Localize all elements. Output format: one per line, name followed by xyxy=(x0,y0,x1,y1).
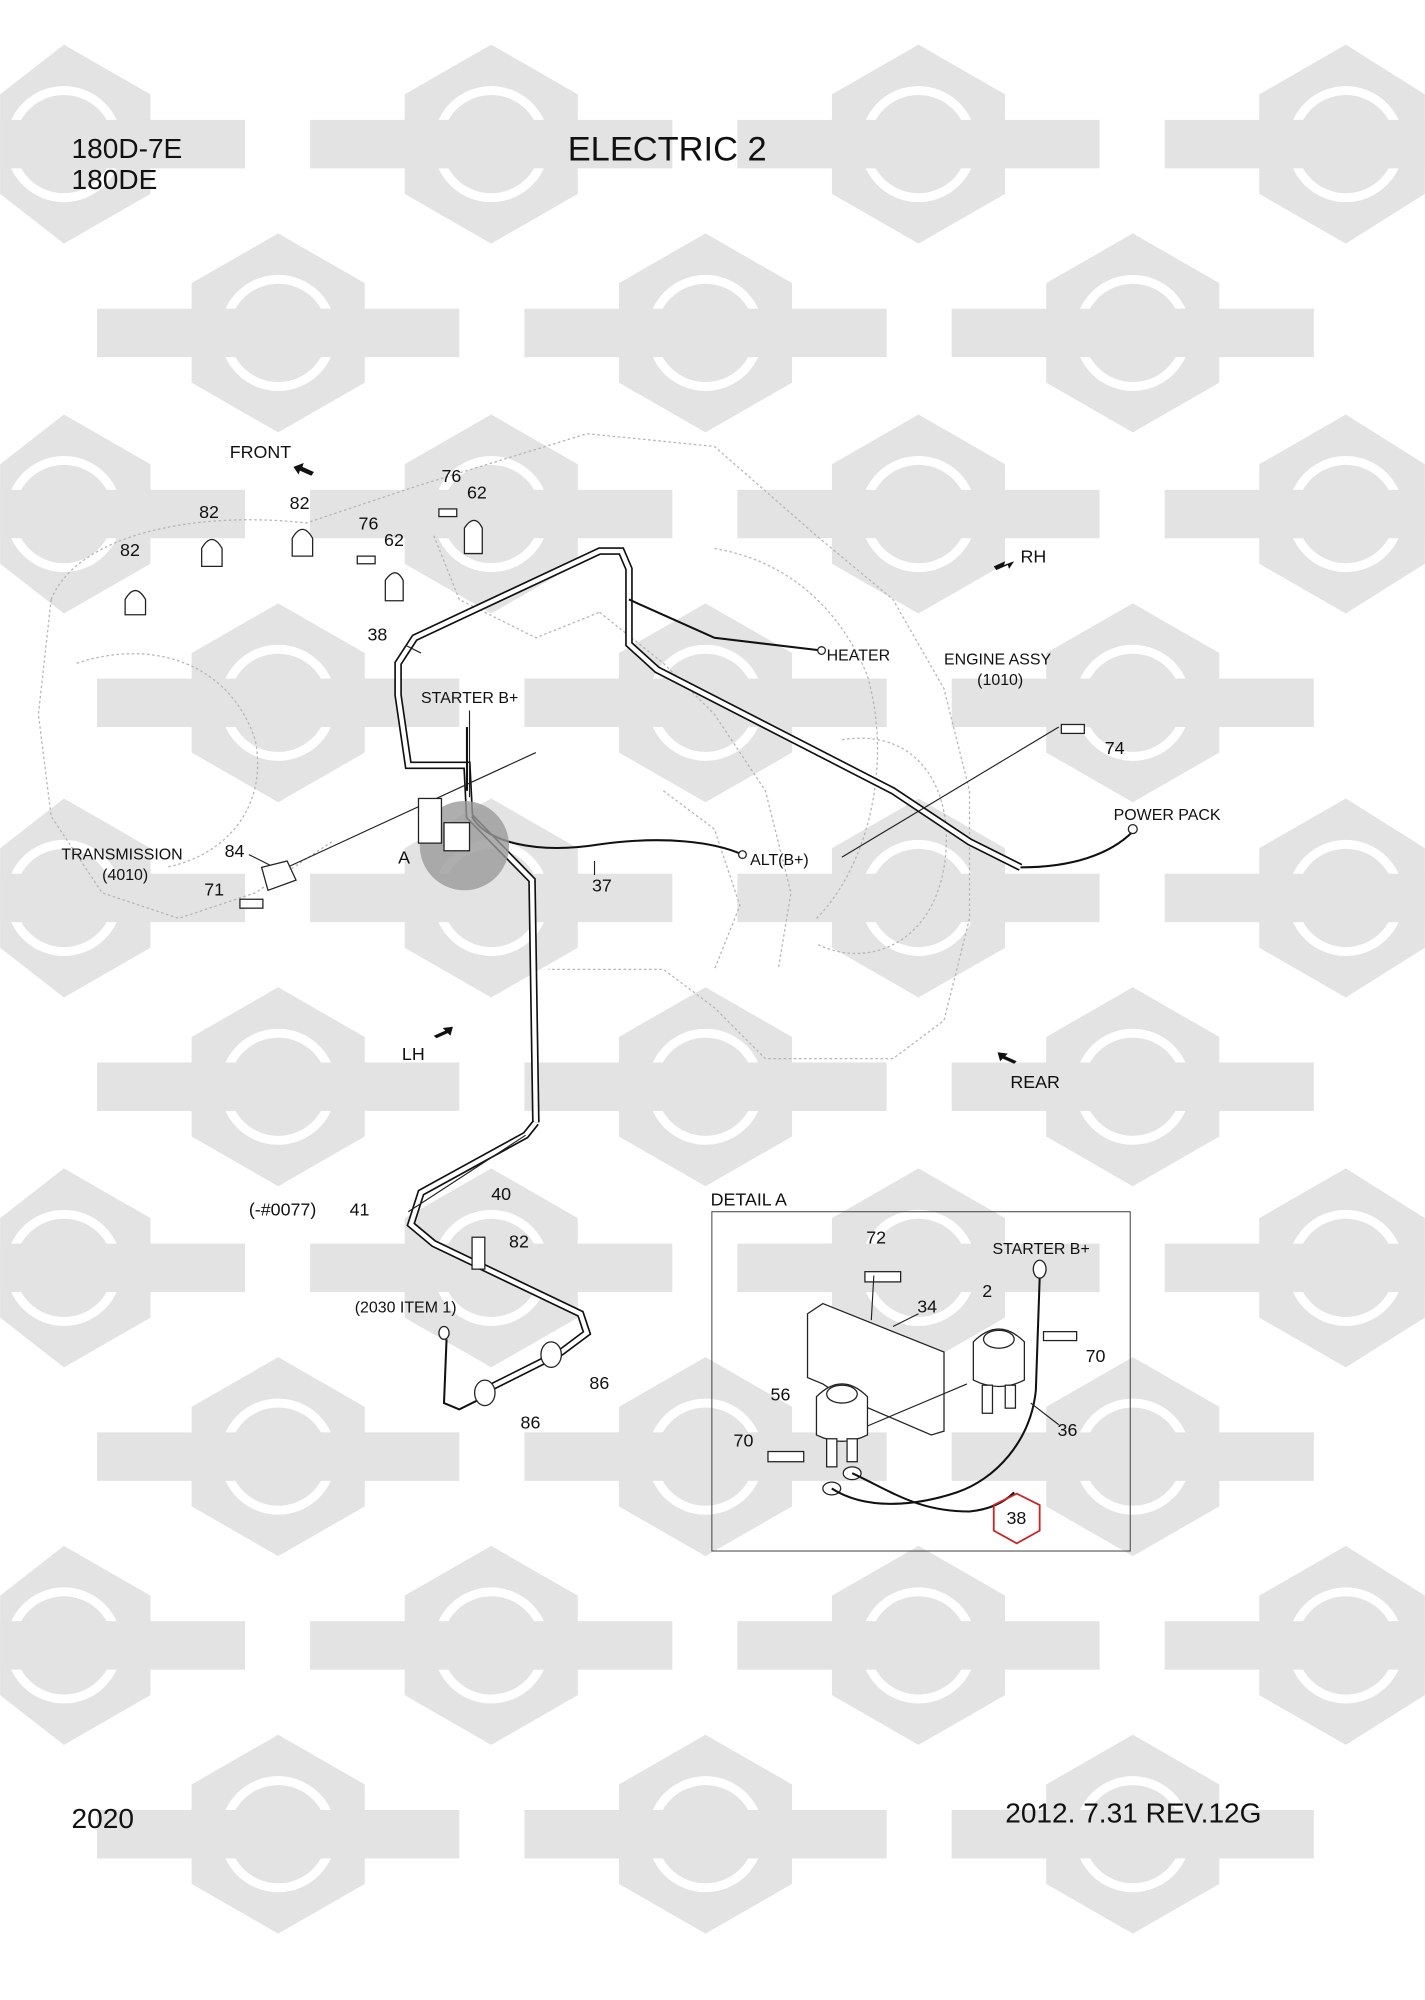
detail-part-34[interactable]: 34 xyxy=(917,1297,937,1317)
watermark-logo xyxy=(0,414,246,614)
watermark-logo xyxy=(1164,1168,1425,1368)
harness-38 xyxy=(394,547,1138,1411)
watermark-logo xyxy=(951,603,1314,803)
watermark-logo xyxy=(951,1734,1314,1934)
watermark-logo xyxy=(310,1545,673,1745)
watermark-layer xyxy=(0,44,1425,1934)
part-82[interactable]: 82 xyxy=(509,1231,529,1251)
callout-transmission-ref: (4010) xyxy=(102,867,148,884)
detail-part-56[interactable]: 56 xyxy=(771,1385,791,1405)
detail-part-70[interactable]: 70 xyxy=(734,1430,754,1450)
watermark-logo xyxy=(524,987,887,1187)
part-76[interactable]: 76 xyxy=(359,513,379,533)
dir-lh: LH xyxy=(402,1044,425,1064)
highlight-hexagon xyxy=(992,1492,1041,1545)
callout-engine-assy-ref: (1010) xyxy=(977,672,1023,689)
leader-lines xyxy=(248,644,1060,1213)
callout-engine-assy: ENGINE ASSY xyxy=(944,652,1052,669)
watermark-logo xyxy=(737,44,1100,244)
page-number: 2020 xyxy=(72,1803,134,1834)
part-62[interactable]: 62 xyxy=(384,530,404,550)
page-title: ELECTRIC 2 xyxy=(568,131,767,169)
detail-part-36[interactable]: 36 xyxy=(1058,1420,1078,1440)
watermark-logo xyxy=(1164,798,1425,998)
watermark-logo xyxy=(1164,44,1425,244)
watermark-logo xyxy=(524,603,887,803)
callout-transmission: TRANSMISSION xyxy=(61,847,182,864)
watermark-logo xyxy=(97,233,460,433)
watermark-logo xyxy=(310,44,673,244)
callout-item-ref: (2030 ITEM 1) xyxy=(355,1300,457,1317)
part-41[interactable]: 41 xyxy=(350,1200,370,1220)
watermark-logo xyxy=(97,603,460,803)
part-84[interactable]: 84 xyxy=(225,841,245,861)
model-2: 180DE xyxy=(72,164,158,195)
part-74[interactable]: 74 xyxy=(1105,738,1125,758)
watermark-logo xyxy=(951,1357,1314,1557)
dir-front: FRONT xyxy=(230,442,292,462)
watermark-logo xyxy=(737,798,1100,998)
watermark-logo xyxy=(737,1545,1100,1745)
part-71[interactable]: 71 xyxy=(204,879,224,899)
part-numbers: 82 82 82 76 62 76 62 38 74 84 71 37 40 4… xyxy=(120,466,1125,1432)
dir-rh: RH xyxy=(1021,547,1047,567)
detail-part-70[interactable]: 70 xyxy=(1086,1346,1106,1366)
engine-outline xyxy=(37,433,971,1060)
lh-arrow-icon xyxy=(433,1026,453,1039)
part-82[interactable]: 82 xyxy=(199,502,219,522)
part-82[interactable]: 82 xyxy=(120,540,140,560)
part-38[interactable]: 38 xyxy=(367,624,387,644)
watermark-logo xyxy=(737,414,1100,614)
callout-heater: HEATER xyxy=(827,648,890,665)
watermark-logo xyxy=(0,1545,246,1745)
model-1: 180D-7E xyxy=(72,133,183,164)
direction-arrows xyxy=(293,463,1017,1064)
rh-arrow-icon xyxy=(993,561,1015,571)
part-37[interactable]: 37 xyxy=(592,876,612,896)
watermark-logo xyxy=(97,987,460,1187)
watermark-logo xyxy=(0,1168,246,1368)
watermark-logo xyxy=(0,44,246,244)
watermark-logo xyxy=(97,1734,460,1934)
watermark-logo xyxy=(524,1734,887,1934)
part-82[interactable]: 82 xyxy=(290,493,310,513)
front-arrow-icon xyxy=(293,463,314,476)
watermark-logo xyxy=(0,798,246,998)
part-62[interactable]: 62 xyxy=(467,483,487,503)
callout-alt: ALT(B+) xyxy=(750,852,809,869)
detail-a-panel: DETAIL A STARTER B+ 72 34 2 70 56 36 70 … xyxy=(711,1189,1131,1552)
detail-a-marker: A xyxy=(398,848,410,868)
watermark-logo xyxy=(951,987,1314,1187)
callout-power-pack: POWER PACK xyxy=(1114,807,1221,824)
watermark-logo xyxy=(310,414,673,614)
part-76[interactable]: 76 xyxy=(441,466,461,486)
callout-serial: (-#0077) xyxy=(249,1200,316,1220)
revision: 2012. 7.31 REV.12G xyxy=(1005,1798,1261,1829)
detail-part-38[interactable]: 38 xyxy=(1007,1508,1027,1528)
part-86[interactable]: 86 xyxy=(589,1373,609,1393)
part-40[interactable]: 40 xyxy=(491,1184,511,1204)
watermark-logo xyxy=(1164,414,1425,614)
clips xyxy=(124,508,1085,909)
detail-part-72[interactable]: 72 xyxy=(866,1228,886,1248)
rear-arrow-icon xyxy=(997,1052,1017,1064)
dir-rear: REAR xyxy=(1010,1072,1060,1092)
detail-callout-starter-b: STARTER B+ xyxy=(992,1241,1089,1258)
detail-a-title: DETAIL A xyxy=(711,1189,787,1209)
part-86[interactable]: 86 xyxy=(521,1413,541,1433)
watermark-logo xyxy=(524,233,887,433)
detail-a-frame xyxy=(711,1211,1131,1552)
watermark-logo xyxy=(1164,1545,1425,1745)
detail-part-2[interactable]: 2 xyxy=(982,1281,992,1301)
callout-starter-b: STARTER B+ xyxy=(421,690,518,707)
watermark-logo xyxy=(951,233,1314,433)
watermark-logo xyxy=(97,1357,460,1557)
